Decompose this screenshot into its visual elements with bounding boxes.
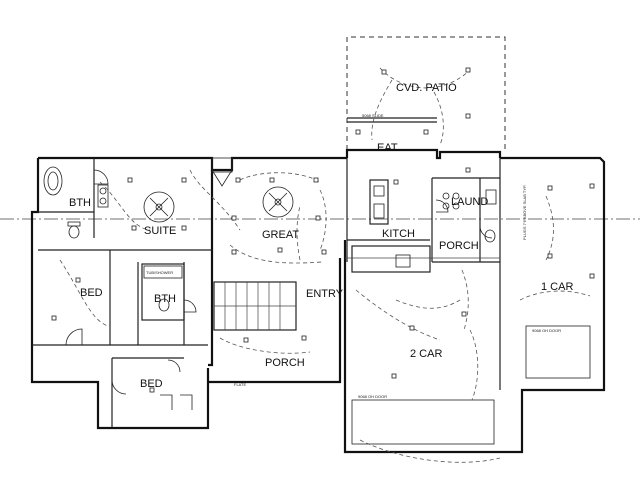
wiring-runs [59,67,591,463]
room-label-bath-2: BTH [154,293,176,305]
plate-note: FLATE [234,382,246,387]
covered-patio [346,36,506,152]
room-label-two-car: 2 CAR [410,348,442,360]
ceiling-fans [143,186,294,223]
room-label-porch-front: PORCH [265,357,305,369]
exterior-walls [30,148,606,454]
room-label-one-car: 1 CAR [541,281,573,293]
room-label-bed-1: BED [80,287,103,299]
room-labels: CVD. PATIO EAT BTH SUITE GREAT KITCH LAU… [69,82,573,390]
room-label-great: GREAT [262,229,299,241]
room-label-bath: BTH [69,197,91,209]
grade-note: PLUGS 7'6 ABOVE SLAB TYP. [522,185,527,240]
room-label-porch-rear: PORCH [439,240,479,252]
room-label-eat: EAT [377,142,398,154]
plumbing-fixtures [43,166,497,312]
room-label-kitchen: KITCH [382,228,415,240]
garage-door-note-2: 9068 OH DOOR [358,394,387,399]
garage-door-note-1: 9068 OH DOOR [532,328,561,333]
interior-walls [32,158,591,445]
electrical-symbols [51,67,595,393]
fireplace [211,157,233,187]
tub-note: TUB/SHOWER [146,270,173,275]
room-label-suite: SUITE [144,225,176,237]
plan-notes: 5068 SLIDE TUB/SHOWER 9068 OH DOOR 9068 … [146,113,561,399]
room-label-bed-2: BED [140,378,163,390]
slider-note: 5068 SLIDE [362,113,384,118]
room-label-laundry: LAUND [451,196,488,208]
doors [65,169,493,410]
toilet [68,225,80,239]
tub [43,166,63,196]
room-label-entry: ENTRY [306,288,344,300]
room-label-patio: CVD. PATIO [396,82,457,94]
